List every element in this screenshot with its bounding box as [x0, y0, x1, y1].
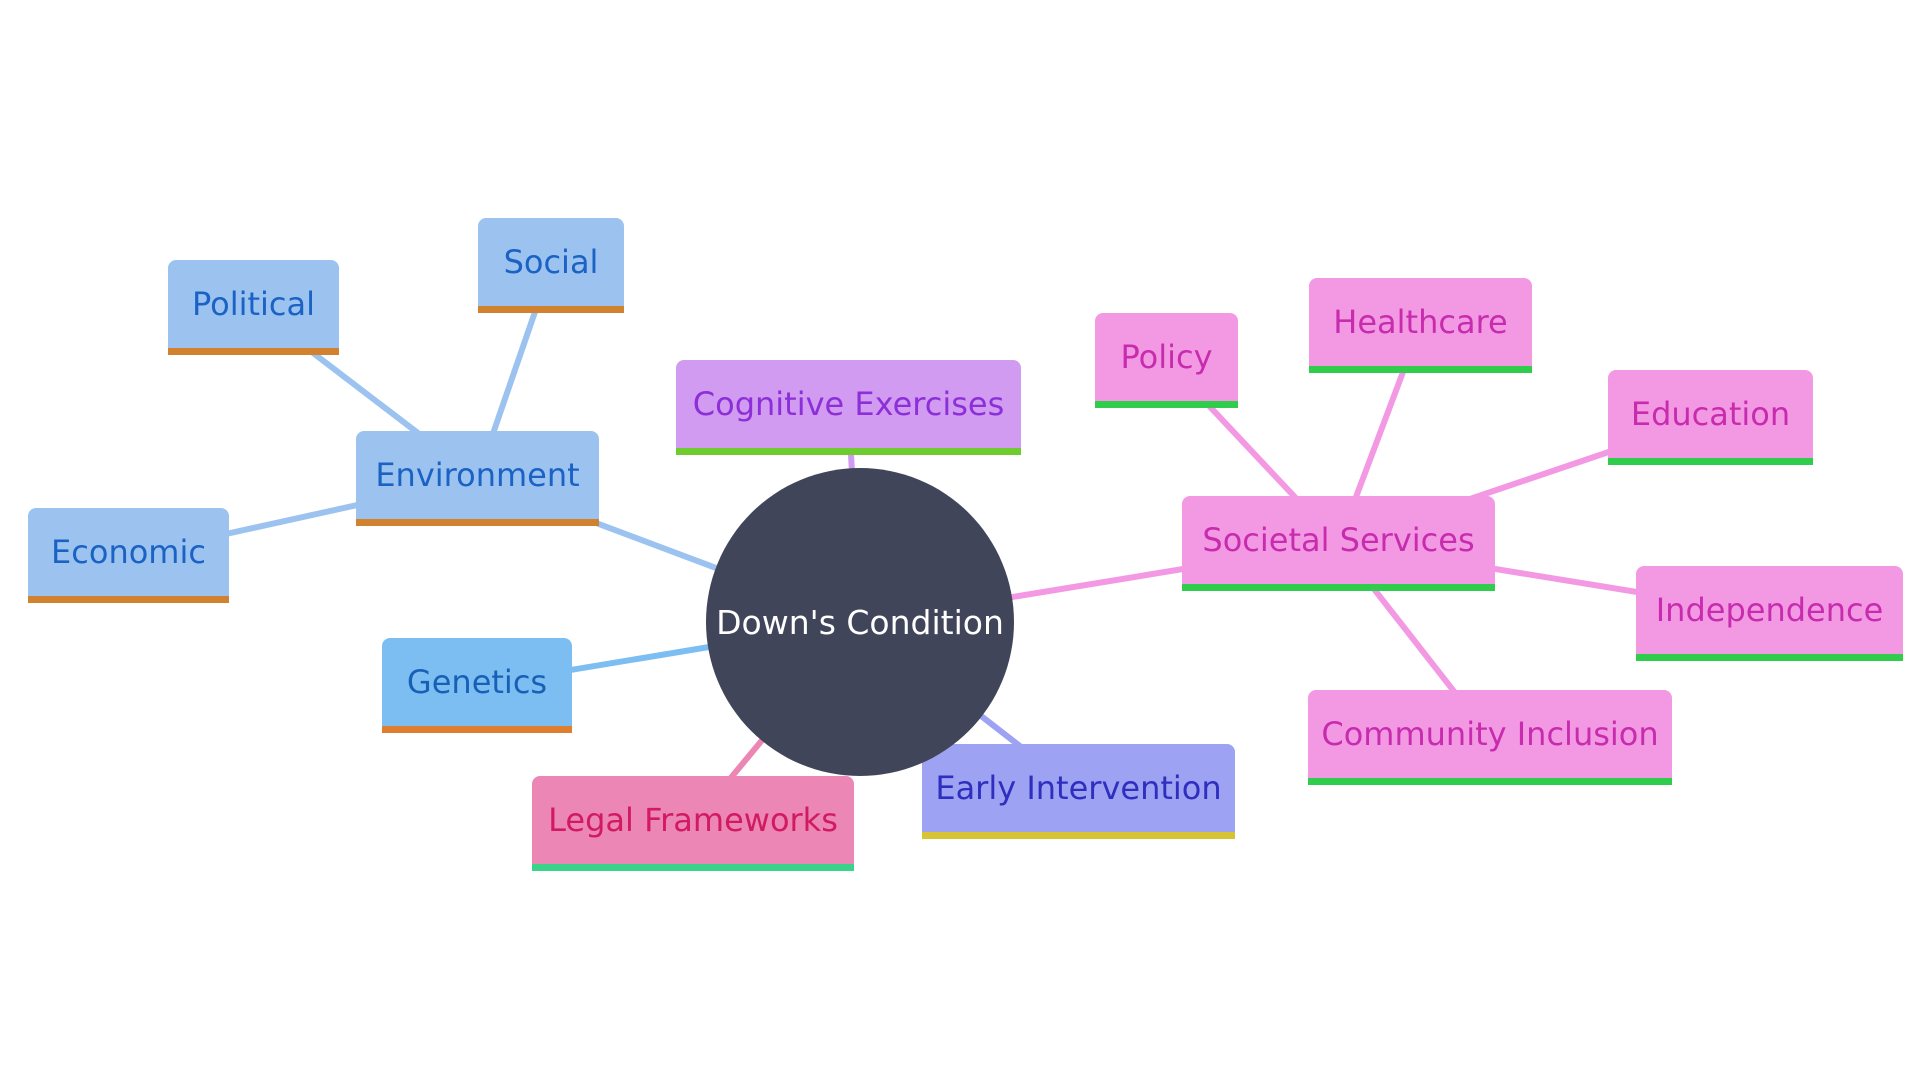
- node-early-intervention[interactable]: Early Intervention: [922, 744, 1235, 839]
- root-node-downs-condition[interactable]: Down's Condition: [706, 468, 1014, 776]
- node-economic[interactable]: Economic: [28, 508, 229, 603]
- node-societal-services[interactable]: Societal Services: [1182, 496, 1495, 591]
- node-cognitive-exercises[interactable]: Cognitive Exercises: [676, 360, 1021, 455]
- node-legal-frameworks[interactable]: Legal Frameworks: [532, 776, 854, 871]
- node-healthcare[interactable]: Healthcare: [1309, 278, 1532, 373]
- node-environment[interactable]: Environment: [356, 431, 599, 526]
- node-genetics[interactable]: Genetics: [382, 638, 572, 733]
- node-education[interactable]: Education: [1608, 370, 1813, 465]
- node-independence[interactable]: Independence: [1636, 566, 1903, 661]
- node-social[interactable]: Social: [478, 218, 624, 313]
- node-policy[interactable]: Policy: [1095, 313, 1238, 408]
- node-political[interactable]: Political: [168, 260, 339, 355]
- node-community-inclusion[interactable]: Community Inclusion: [1308, 690, 1672, 785]
